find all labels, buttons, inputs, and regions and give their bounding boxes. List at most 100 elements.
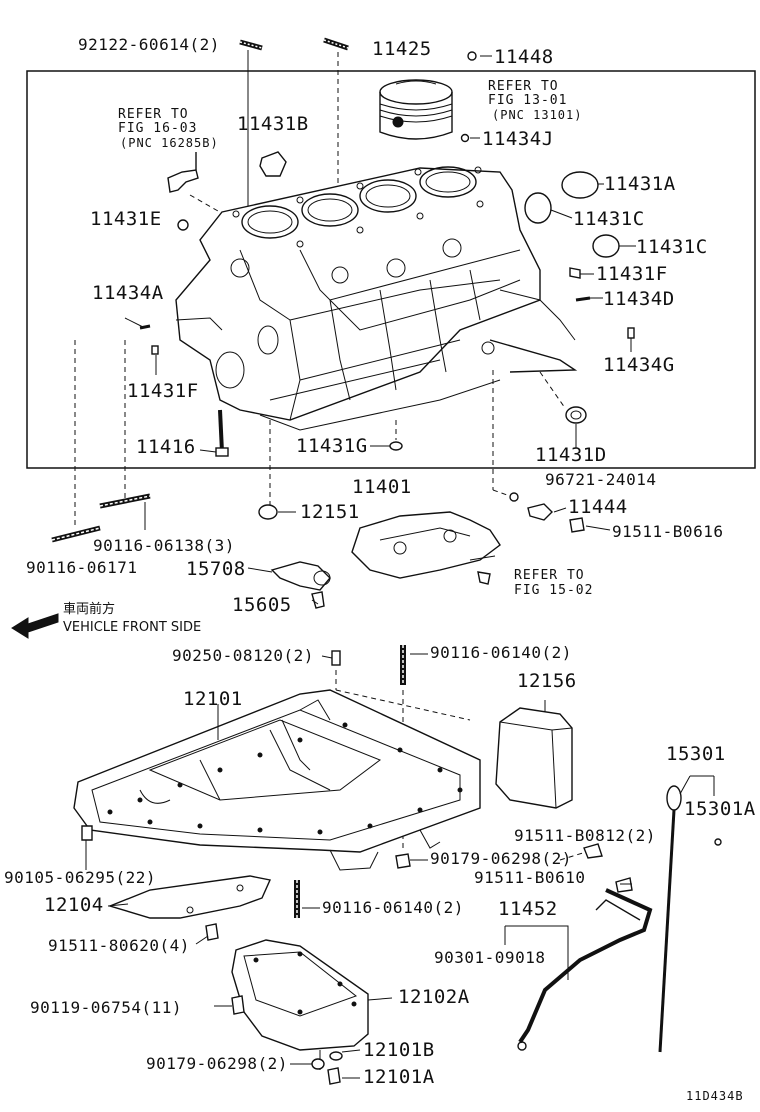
bolt-15605-icon	[311, 591, 325, 609]
plug-11431C-2-icon	[592, 234, 620, 258]
piston-icon	[379, 79, 453, 140]
label-11434A: 11434A	[92, 282, 164, 304]
bolt-15-02-icon	[477, 571, 491, 585]
bolt-91511-B0610-icon	[615, 877, 633, 893]
label-11452: 11452	[498, 898, 558, 920]
water-outlet-fitting-icon	[167, 152, 199, 193]
plug-11431A-icon	[561, 171, 599, 199]
label-92122-60614: 92122-60614(2)	[78, 35, 220, 54]
block-group-frame	[26, 70, 756, 469]
label-11431F-2: 11431F	[127, 380, 199, 402]
bolt-91511-B0812-icon	[583, 843, 603, 859]
front-label-jp: 車両前方	[63, 602, 116, 617]
bolt-11416-icon	[218, 409, 224, 453]
plug-11431F-2-icon	[151, 345, 159, 355]
stud-92122-icon	[239, 39, 263, 51]
plug-12101A-icon	[327, 1067, 341, 1085]
bolt-91511-80620-icon	[205, 923, 219, 941]
label-12156: 12156	[517, 670, 577, 692]
label-90250-08120: 90250-08120(2)	[172, 646, 314, 665]
gasket-12101B-icon	[329, 1051, 343, 1061]
plug-11431F-icon	[569, 267, 581, 279]
seal-15301A-icon	[714, 838, 722, 846]
oil-pump-icon	[351, 511, 501, 579]
label-11444: 11444	[568, 496, 628, 518]
sensor-11444-icon	[527, 503, 553, 521]
ref-fig13-line3: (PNC 13101)	[492, 108, 583, 122]
stud-11425-icon	[323, 37, 349, 51]
label-11431D: 11431D	[535, 444, 607, 466]
plug-90179-a-icon	[395, 853, 411, 869]
label-91511-B0610: 91511-B0610	[474, 868, 586, 887]
label-91511-B0812: 91511-B0812(2)	[514, 826, 656, 845]
label-12101A: 12101A	[363, 1066, 435, 1088]
label-12101B: 12101B	[363, 1039, 435, 1061]
gasket-96721-icon	[509, 492, 519, 502]
label-11431G: 11431G	[296, 435, 368, 457]
front-label-en: VEHICLE FRONT SIDE	[63, 620, 202, 635]
bolt-90119-icon	[231, 995, 245, 1015]
label-11431E: 11431E	[90, 208, 162, 230]
label-12151: 12151	[300, 501, 360, 523]
plug-11431B-icon	[259, 151, 287, 177]
bolt-90105-icon	[81, 825, 93, 841]
label-11431C-1: 11431C	[573, 208, 645, 230]
label-15708: 15708	[186, 558, 246, 580]
label-11434G: 11434G	[603, 354, 675, 376]
label-90179-06298-a: 90179-06298(2)	[430, 849, 572, 868]
label-90116-06171: 90116-06171	[26, 558, 138, 577]
ref-fig16-line1: REFER TO	[118, 107, 189, 122]
baffle-12156-icon	[495, 707, 573, 809]
label-90301-09018: 90301-09018	[434, 948, 546, 967]
ref-fig15-line1: REFER TO	[514, 568, 585, 583]
pin-11434G-icon	[627, 327, 635, 339]
label-11431F-1: 11431F	[596, 263, 668, 285]
strainer-15708-icon	[270, 561, 331, 591]
plug-11431C-icon	[524, 192, 552, 224]
seal-11431D-icon	[565, 406, 587, 424]
ref-fig16-line3: (PNC 16285B)	[120, 136, 219, 150]
bolt-91511-B0616-icon	[569, 517, 585, 533]
label-90116-06140-a: 90116-06140(2)	[430, 643, 572, 662]
cylinder-block-icon	[175, 166, 578, 431]
label-91511-80620: 91511-80620(4)	[48, 936, 190, 955]
label-11448: 11448	[494, 46, 554, 68]
label-15301: 15301	[666, 743, 726, 765]
label-91511-B0616: 91511-B0616	[612, 522, 724, 541]
label-11416: 11416	[136, 436, 196, 458]
label-11425: 11425	[372, 38, 432, 60]
label-90105-06295: 90105-06295(22)	[4, 868, 156, 887]
label-11401: 11401	[352, 476, 412, 498]
ref-fig13-line2: FIG 13-01	[488, 93, 568, 108]
ring-90301-icon	[517, 1041, 527, 1051]
oil-pan-upper-icon	[73, 689, 481, 871]
gasket-90179-b-icon	[311, 1058, 325, 1070]
label-11434J: 11434J	[482, 128, 554, 150]
stud-90116-06138-icon	[99, 493, 151, 509]
oil-pan-lower-icon	[231, 939, 369, 1051]
label-12104: 12104	[44, 894, 104, 916]
label-11431A: 11431A	[604, 173, 676, 195]
ref-fig13-line1: REFER TO	[488, 79, 559, 94]
ref-fig15-line2: FIG 15-02	[514, 583, 594, 598]
pin-11434A-icon	[139, 324, 151, 330]
plug-11448-icon	[467, 51, 477, 61]
label-90116-06140-b: 90116-06140(2)	[322, 898, 464, 917]
dipstick-icon	[658, 785, 682, 1053]
label-15301A: 15301A	[684, 798, 756, 820]
label-12102A: 12102A	[398, 986, 470, 1008]
diagram-id: 11D434B	[686, 1089, 744, 1103]
label-11431B: 11431B	[237, 113, 309, 135]
stud-90116-06171-icon	[51, 525, 101, 543]
plug-11431G-icon	[389, 441, 403, 451]
label-11434D: 11434D	[603, 288, 675, 310]
label-90119-06754: 90119-06754(11)	[30, 998, 182, 1017]
label-12101: 12101	[183, 688, 243, 710]
label-15605: 15605	[232, 594, 292, 616]
label-90179-06298-b: 90179-06298(2)	[146, 1054, 288, 1073]
pin-11434D-icon	[575, 296, 591, 302]
plate-12104-icon	[107, 875, 271, 919]
ref-fig16-line2: FIG 16-03	[118, 121, 198, 136]
